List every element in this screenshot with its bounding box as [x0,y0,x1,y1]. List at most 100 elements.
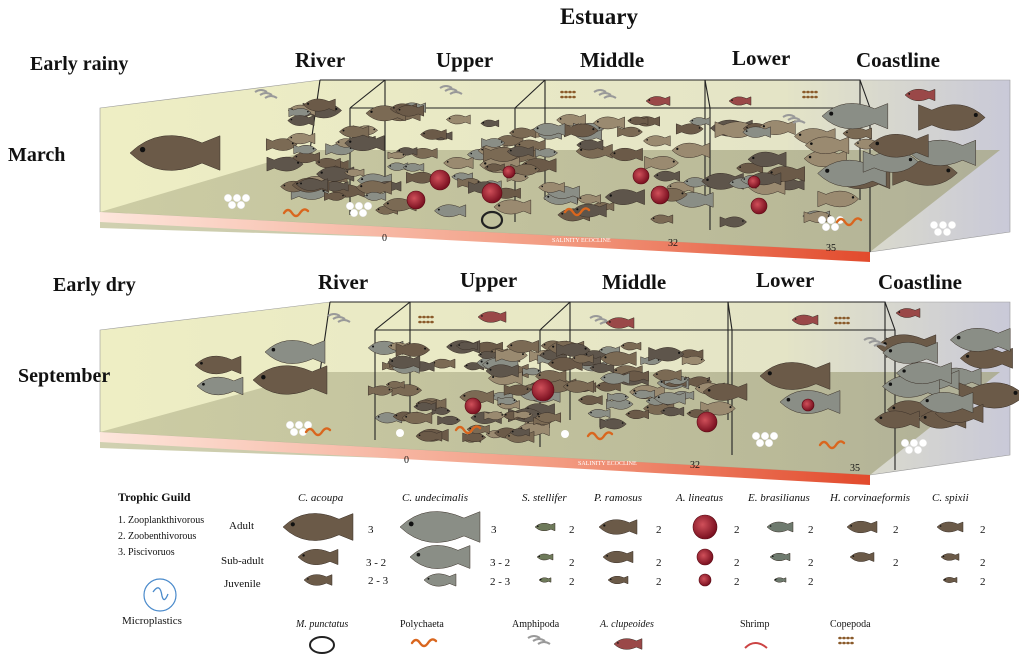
fish-eye [926,399,929,402]
fish-eye [498,204,500,206]
fish-eye [752,157,754,159]
copepod [846,322,850,325]
pellet [910,439,918,447]
guild-e-brasilianus-juvenile: 2 [808,576,814,588]
species-c-undecimalis: C. undecimalis [402,492,468,504]
zone-river-2: River [318,270,368,295]
fish-eye [535,168,537,170]
fish-eye [606,555,608,557]
fish-eye [474,416,476,418]
trophic-item-2: 2. Zoobenthivorous [118,531,196,542]
salinity-value-0-1: 0 [382,233,387,244]
pellet [359,209,367,217]
fish-eye [481,315,483,317]
fish-eye [924,416,927,419]
guild-p-ramosus-subadult: 2 [656,557,662,569]
fish-eye [580,143,582,145]
fish-eye [892,406,895,409]
fish-eye [544,344,546,346]
fish-eye [795,318,797,320]
pellet [350,209,358,217]
fish-eye [699,127,701,129]
fish-eye [361,178,363,180]
fish-eye [522,353,524,355]
fish-body [614,639,642,650]
guild-h-corvinaeformis-adult: 2 [893,524,899,536]
red-fish-icon [465,398,481,414]
zone-upper-1: Upper [436,48,493,73]
red-fish-icon [751,198,767,214]
copepod [846,637,850,640]
fish-eye [625,396,627,398]
fish-eye [974,113,978,117]
fish-eye [466,365,468,367]
fish-eye [647,407,649,409]
species-e-brasilianus: E. brasilianus [748,492,810,504]
prey-polychaeta: Polychaeta [400,619,444,630]
fish-eye [846,131,848,133]
fish-eye [646,139,648,141]
fish-eye [701,359,703,361]
amphipoda-icon [528,636,550,644]
stage-adult: Adult [229,520,254,532]
copepod [842,317,846,320]
fish-eye [458,344,460,346]
fish-eye [302,554,304,556]
fish-eye [519,144,521,146]
fish-eye [349,140,351,142]
fish-eye [538,556,540,558]
fish-eye [707,380,709,382]
amphipod [538,642,550,644]
fish-body [850,552,874,561]
red-fish-icon [430,170,450,190]
fish-body [847,521,877,533]
fish-eye [501,414,503,416]
copepod [814,96,818,99]
fish-eye [686,181,688,183]
fish-icon [850,552,874,561]
fish-eye [597,121,599,123]
fish-eye [501,141,503,143]
fish-eye [649,99,651,101]
fish-body [603,551,633,563]
pellet [761,432,769,440]
zone-lower-2: Lower [756,268,814,293]
microplastics-label: Microplastics [122,615,182,627]
fish-eye [635,393,637,395]
species-s-stellifer: S. stellifer [522,492,567,504]
fish-icon [608,576,628,584]
fish-eye [409,522,414,527]
fish-eye [428,578,430,580]
fish-icon [603,551,633,563]
fish-eye [405,166,407,168]
fish-eye [656,373,658,375]
fish-eye [450,345,452,347]
fish-eye [658,396,660,398]
fish-eye [610,578,612,580]
fish-icon [298,549,338,565]
copepod [846,642,850,645]
fish-icon [410,545,470,568]
pellet [304,421,312,429]
copepod [564,91,568,94]
zone-river-1: River [295,48,345,73]
fish-eye [684,378,686,380]
fish-eye [770,525,772,527]
copepod [838,637,842,640]
stage-juvenile: Juvenile [224,578,261,590]
copepod [572,91,576,94]
copepod [430,316,434,319]
fish-eye [940,525,942,527]
fish-eye [908,93,910,95]
fish-eye [497,431,499,433]
fish-eye [630,119,632,121]
fish-eye [307,103,309,105]
fish-eye [447,410,449,412]
fish-eye [417,553,421,557]
fish-eye [463,395,465,397]
fish-eye [853,555,855,557]
pellet [905,446,913,454]
copepod [572,96,576,99]
pellet [355,202,363,210]
trophic-item-1: 1. Zooplankthivorous [118,515,204,526]
